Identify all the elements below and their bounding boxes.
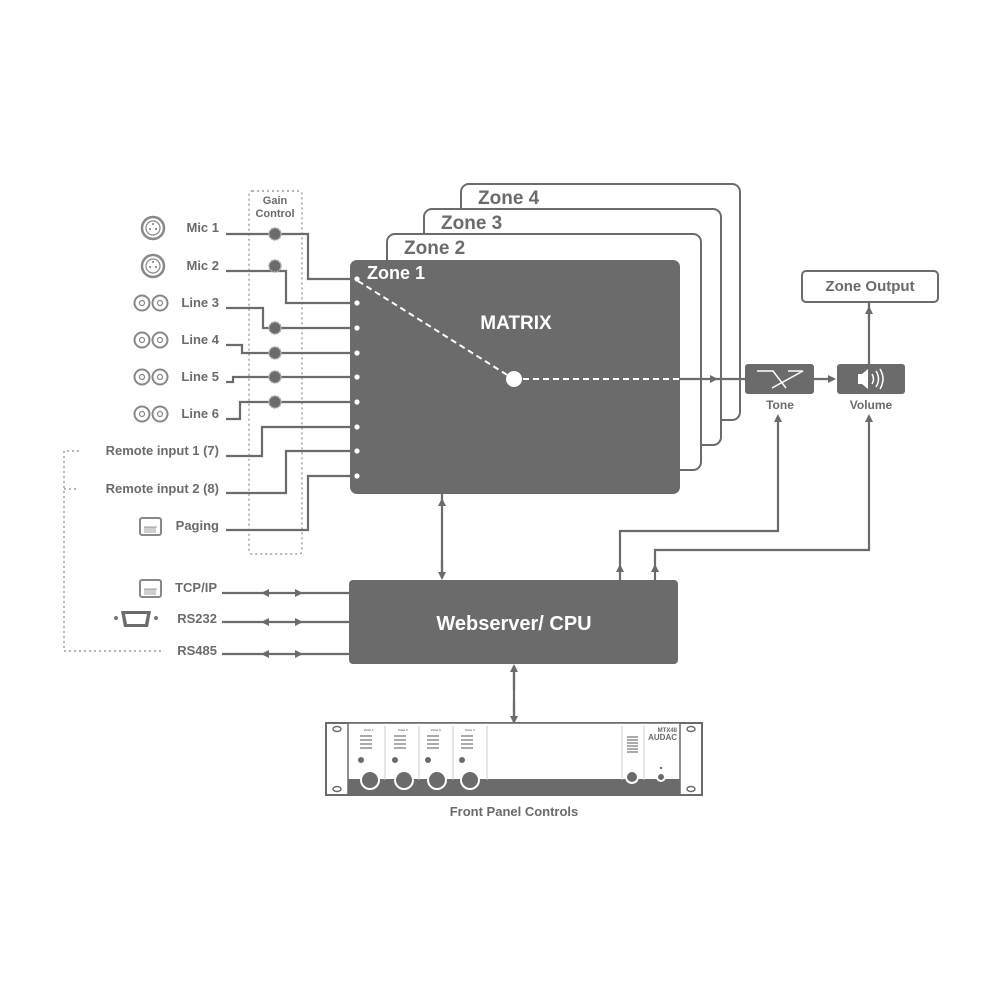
gain-knob-icon[interactable] — [268, 395, 282, 409]
input-label-mic1: Mic 1 — [186, 220, 219, 235]
input-label-line5: Line 5 — [181, 369, 219, 384]
panel-zone-4: Zone 4 — [465, 728, 475, 732]
panel-model: MTX48 — [658, 728, 678, 734]
db9-connector-icon — [114, 611, 158, 627]
wire-remote2 — [226, 449, 352, 495]
rca-connector-icon — [133, 294, 169, 312]
tone-filter-icon — [757, 370, 804, 389]
rca-connector-icon — [133, 331, 169, 349]
rj45-connector-icon — [139, 579, 162, 598]
gain-control-region — [248, 190, 303, 555]
bidirectional-arrows — [261, 589, 303, 658]
front-panel-caption: Front Panel Controls — [450, 804, 579, 819]
speaker-icon — [858, 368, 884, 390]
rca-connector-icon — [133, 368, 169, 386]
panel-zone-3: Zone 3 — [431, 728, 441, 732]
zone-3-label: Zone 3 — [441, 213, 502, 234]
wire-line5 — [226, 375, 352, 384]
matrix-input-dot — [354, 399, 360, 405]
routing-dashed-line — [357, 280, 513, 379]
zone-output-box — [801, 270, 939, 303]
input-label-remote1: Remote input 1 (7) — [106, 443, 219, 458]
zone-4-label: Zone 4 — [478, 188, 540, 209]
xlr-connector-icon — [140, 253, 166, 279]
gain-knob-icon[interactable] — [268, 321, 282, 335]
front-panel-device: Zone 1 Zone 2 Zone 3 Zone 4 MTX48 AUDAC — [325, 722, 703, 796]
gain-knob-icon[interactable] — [268, 370, 282, 384]
matrix-label: MATRIX — [480, 313, 552, 334]
wire-line4 — [226, 343, 352, 355]
input-label-paging: Paging — [176, 518, 219, 533]
input-label-remote2: Remote input 2 (8) — [106, 481, 219, 496]
input-label-line6: Line 6 — [181, 406, 219, 421]
matrix-input-dot — [354, 473, 360, 479]
xlr-connector-icon — [140, 215, 166, 241]
matrix-input-dot — [354, 424, 360, 430]
matrix-crosspoint — [506, 371, 522, 387]
matrix-input-dot — [354, 325, 360, 331]
cpu-to-tone-wire — [618, 414, 782, 580]
input-label-line4: Line 4 — [181, 332, 219, 347]
gain-control-label-1: Gain — [263, 195, 288, 207]
gain-knob-icon[interactable] — [268, 346, 282, 360]
input-label-mic2: Mic 2 — [186, 258, 219, 273]
rca-connector-icon — [133, 405, 169, 423]
panel-zone-1: Zone 1 — [364, 728, 374, 732]
wire-paging — [226, 474, 352, 532]
gain-knob-icon[interactable] — [268, 227, 282, 241]
wire-mic2 — [226, 269, 352, 305]
port-label-tcpip: TCP/IP — [175, 580, 217, 595]
remote-rs485-dotted-link — [63, 450, 162, 652]
wire-remote1 — [226, 425, 352, 458]
zone-2-label: Zone 2 — [404, 238, 465, 259]
gain-knobs — [268, 227, 282, 409]
gain-control-label-2: Control — [255, 208, 294, 220]
cpu-label: Webserver/ CPU — [436, 613, 591, 635]
wire-line3 — [226, 306, 352, 330]
matrix-input-dot — [354, 350, 360, 356]
matrix-input-dot — [354, 448, 360, 454]
matrix-input-dot — [354, 300, 360, 306]
wire-mic1 — [226, 232, 352, 281]
matrix-input-dot — [354, 374, 360, 380]
port-label-rs485: RS485 — [177, 643, 217, 658]
wire-line6 — [226, 400, 352, 421]
matrix-input-dots — [354, 276, 360, 479]
webserver-cpu-block — [349, 580, 678, 664]
zone-1-label: Zone 1 — [367, 263, 425, 283]
gain-knob-icon[interactable] — [268, 259, 282, 273]
zone-output-label: Zone Output — [825, 278, 914, 295]
volume-label: Volume — [850, 398, 893, 412]
panel-brand: AUDAC — [648, 733, 677, 742]
panel-zone-2: Zone 2 — [398, 728, 408, 732]
tone-label: Tone — [766, 398, 794, 412]
port-label-rs232: RS232 — [177, 611, 217, 626]
volume-block — [837, 364, 905, 394]
rj45-connector-icon — [139, 517, 162, 536]
input-label-line3: Line 3 — [181, 295, 219, 310]
matrix-input-dot — [354, 276, 360, 282]
